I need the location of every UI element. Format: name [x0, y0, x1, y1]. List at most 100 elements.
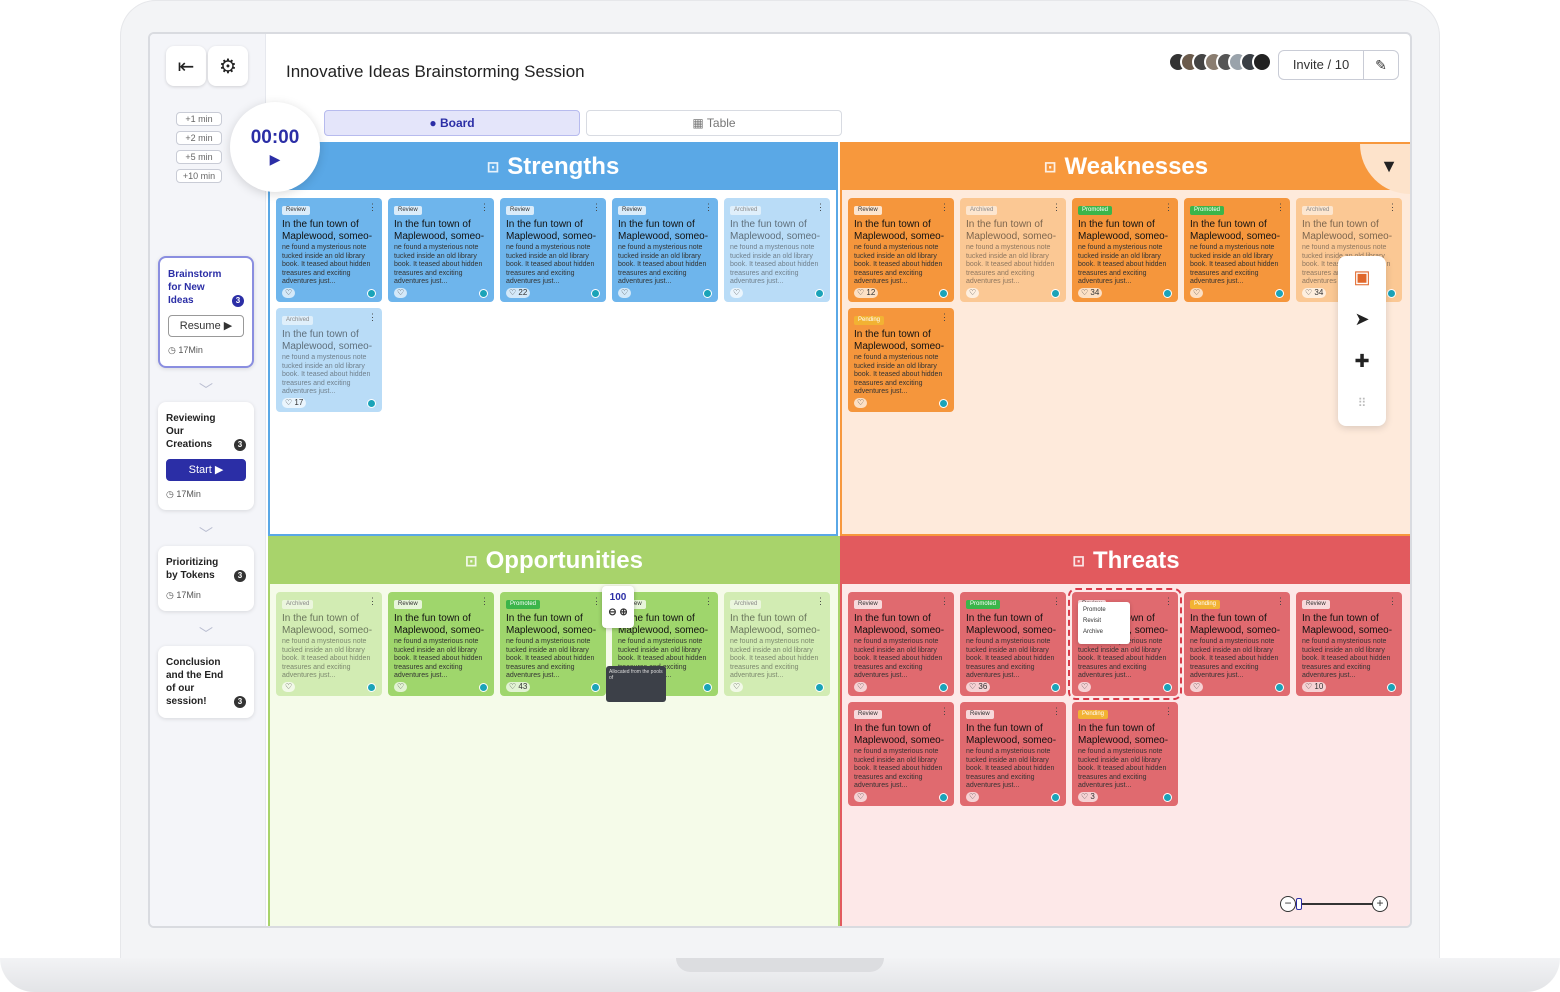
- more-icon[interactable]: ⋮: [592, 596, 601, 606]
- zoom-handle[interactable]: [1296, 898, 1302, 910]
- more-icon[interactable]: ⋮: [368, 596, 377, 606]
- start-button[interactable]: Start ▶: [166, 459, 246, 481]
- step-conclusion[interactable]: Conclusion and the End of our session! 3: [158, 646, 254, 718]
- more-icon[interactable]: ⋮: [592, 202, 601, 212]
- like-counter[interactable]: ♡: [730, 682, 744, 692]
- status-chip[interactable]: Pending: [854, 316, 885, 325]
- more-icon[interactable]: ⋮: [816, 596, 825, 606]
- status-chip[interactable]: Review: [282, 206, 310, 215]
- minus-icon[interactable]: ⊖: [608, 607, 617, 618]
- idea-card[interactable]: Promoted⋮In the fun town of Maplewood, s…: [500, 592, 606, 696]
- more-icon[interactable]: ⋮: [368, 312, 377, 322]
- step-prioritizing[interactable]: Prioritizing by Tokens 3 ◷ 17Min: [158, 546, 254, 611]
- add-1-min-chip[interactable]: +1 min: [176, 112, 222, 126]
- like-counter[interactable]: ♡ 43: [506, 682, 531, 692]
- like-counter[interactable]: ♡: [854, 792, 868, 802]
- like-counter[interactable]: ♡: [394, 682, 408, 692]
- more-icon[interactable]: ⋮: [1164, 202, 1173, 212]
- like-counter[interactable]: ♡ 10: [1302, 682, 1327, 692]
- like-counter[interactable]: ♡: [1190, 288, 1204, 298]
- like-counter[interactable]: ♡ 17: [282, 398, 307, 408]
- more-icon[interactable]: ⋮: [1052, 596, 1061, 606]
- step-reviewing[interactable]: Reviewing Our Creations 3 Start ▶ ◷ 17Mi…: [158, 402, 254, 510]
- resume-button[interactable]: Resume ▶: [168, 315, 244, 337]
- tab-board[interactable]: ● Board: [324, 110, 580, 136]
- like-counter[interactable]: ♡: [282, 288, 296, 298]
- more-icon[interactable]: ⋮: [1052, 202, 1061, 212]
- zoom-in-icon[interactable]: +: [1372, 896, 1388, 912]
- more-icon[interactable]: ⋮: [368, 202, 377, 212]
- like-counter[interactable]: ♡: [1190, 682, 1204, 692]
- status-chip[interactable]: Review: [966, 710, 994, 719]
- like-counter[interactable]: ♡: [730, 288, 744, 298]
- like-counter[interactable]: ♡ 36: [966, 682, 991, 692]
- menu-item-revisit[interactable]: Revisit: [1083, 618, 1102, 624]
- more-icon[interactable]: ⋮: [1388, 596, 1397, 606]
- more-icon[interactable]: ⋮: [1276, 596, 1285, 606]
- idea-card[interactable]: Review⋮In the fun town of Maplewood, som…: [276, 198, 382, 302]
- idea-card[interactable]: Promoted⋮In the fun town of Maplewood, s…: [1184, 198, 1290, 302]
- idea-card[interactable]: Review⋮In the fun town of Maplewood, som…: [388, 198, 494, 302]
- like-counter[interactable]: ♡: [1078, 682, 1092, 692]
- status-chip[interactable]: Review: [854, 206, 882, 215]
- status-chip[interactable]: Archived: [730, 600, 762, 609]
- like-counter[interactable]: ♡: [618, 288, 632, 298]
- more-icon[interactable]: ⋮: [1164, 596, 1173, 606]
- idea-card[interactable]: Archived⋮In the fun town of Maplewood, s…: [276, 308, 382, 412]
- status-chip[interactable]: Archived: [1302, 206, 1334, 215]
- menu-item-promote[interactable]: Promote: [1083, 607, 1106, 613]
- like-counter[interactable]: ♡: [394, 288, 408, 298]
- status-chip[interactable]: Promoted: [1190, 206, 1225, 215]
- gear-icon[interactable]: ⚙: [208, 46, 248, 86]
- cursor-icon[interactable]: ➤: [1354, 308, 1370, 329]
- more-icon[interactable]: ⋮: [940, 202, 949, 212]
- idea-card[interactable]: Pending⋮In the fun town of Maplewood, so…: [848, 308, 954, 412]
- idea-card[interactable]: Review⋮In the fun town of Maplewood, som…: [848, 702, 954, 806]
- status-chip[interactable]: Promoted: [506, 600, 541, 609]
- status-chip[interactable]: Review: [1302, 600, 1330, 609]
- vote-popup[interactable]: 100 ⊖ ⊕: [602, 586, 634, 628]
- idea-card[interactable]: Promoted⋮In the fun town of Maplewood, s…: [1072, 198, 1178, 302]
- idea-card[interactable]: Review⋮In the fun town of Maplewood, som…: [848, 198, 954, 302]
- status-chip[interactable]: Review: [854, 710, 882, 719]
- status-chip[interactable]: Pending: [1078, 710, 1109, 719]
- drag-handle-icon[interactable]: ⠿: [1357, 396, 1367, 410]
- status-chip[interactable]: Archived: [966, 206, 998, 215]
- idea-card[interactable]: Review⋮In the fun town of Maplewood, som…: [500, 198, 606, 302]
- idea-card[interactable]: Archived⋮In the fun town of Maplewood, s…: [960, 198, 1066, 302]
- zoom-slider[interactable]: − +: [1280, 896, 1388, 912]
- tab-table[interactable]: ▦ Table: [586, 110, 842, 136]
- status-chip[interactable]: Review: [506, 206, 534, 215]
- status-chip[interactable]: Archived: [282, 316, 314, 325]
- more-icon[interactable]: ⋮: [1164, 706, 1173, 716]
- like-counter[interactable]: ♡: [966, 288, 980, 298]
- idea-card[interactable]: Promoted⋮In the fun town of Maplewood, s…: [960, 592, 1066, 696]
- like-counter[interactable]: ♡: [282, 682, 296, 692]
- idea-card[interactable]: Archived⋮In the fun town of Maplewood, s…: [276, 592, 382, 696]
- status-chip[interactable]: Review: [618, 206, 646, 215]
- like-counter[interactable]: ♡ 3: [1078, 792, 1098, 802]
- more-icon[interactable]: ⋮: [480, 596, 489, 606]
- add-note-icon[interactable]: ▣: [1353, 266, 1371, 287]
- idea-card[interactable]: Review⋮In the fun town of Maplewood, som…: [960, 702, 1066, 806]
- idea-card[interactable]: Pending⋮In the fun town of Maplewood, so…: [1072, 702, 1178, 806]
- add-5-min-chip[interactable]: +5 min: [176, 150, 222, 164]
- like-counter[interactable]: ♡ 34: [1302, 288, 1327, 298]
- idea-card[interactable]: Review⋮In the fun town of Maplewood, som…: [848, 592, 954, 696]
- add-2-min-chip[interactable]: +2 min: [176, 131, 222, 145]
- status-chip[interactable]: Archived: [730, 206, 762, 215]
- more-icon[interactable]: ⋮: [704, 202, 713, 212]
- idea-card[interactable]: Archived⋮In the fun town of Maplewood, s…: [724, 592, 830, 696]
- plus-icon[interactable]: ⊕: [619, 607, 628, 618]
- more-icon[interactable]: ⋮: [940, 706, 949, 716]
- session-timer[interactable]: 00:00 ▶: [230, 102, 320, 192]
- exit-icon[interactable]: ⇤: [166, 46, 206, 86]
- participant-avatars[interactable]: [1168, 52, 1272, 72]
- add-10-min-chip[interactable]: +10 min: [176, 169, 222, 183]
- more-icon[interactable]: ⋮: [940, 312, 949, 322]
- more-icon[interactable]: ⋮: [940, 596, 949, 606]
- plus-icon[interactable]: ✚: [1354, 350, 1370, 371]
- idea-card[interactable]: Review⋮In the fun town of Maplewood, som…: [1296, 592, 1402, 696]
- status-chip[interactable]: Promoted: [1078, 206, 1113, 215]
- status-chip[interactable]: Review: [854, 600, 882, 609]
